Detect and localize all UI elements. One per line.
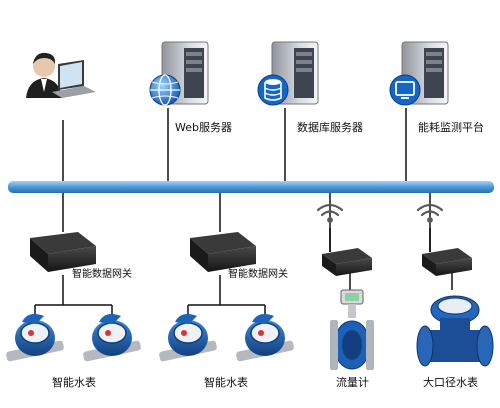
water-meter-icon <box>236 314 294 362</box>
database-server-icon <box>257 41 319 106</box>
monitoring-platform-icon <box>389 41 449 106</box>
monitoring-platform-label: 能耗监测平台 <box>418 120 484 134</box>
water-meters-2-label: 智能水表 <box>204 375 248 389</box>
lower-links <box>34 193 453 318</box>
network-bus <box>8 181 494 193</box>
large-water-meter-label: 大口径水表 <box>423 375 478 389</box>
user-laptop-icon <box>26 52 96 98</box>
data-gateway-icon <box>190 232 256 272</box>
web-server-icon <box>149 41 209 106</box>
wireless-gateway-icon <box>422 228 472 276</box>
gateway-1-label: 智能数据网关 <box>72 267 132 280</box>
wireless-gateway-icon <box>322 228 372 276</box>
web-server-label: Web服务器 <box>175 121 232 134</box>
gateway-2-label: 智能数据网关 <box>228 267 288 280</box>
water-meters-1-label: 智能水表 <box>52 375 96 389</box>
water-meter-icon <box>159 314 217 362</box>
database-server-label: 数据库服务器 <box>297 120 363 134</box>
flowmeter-label: 流量计 <box>336 375 369 389</box>
flowmeter-icon <box>330 289 374 370</box>
large-water-meter-icon <box>416 295 494 367</box>
data-gateway-icon <box>30 232 96 272</box>
wifi-icon <box>416 203 444 223</box>
wifi-icon <box>316 203 344 223</box>
upper-links <box>62 108 407 181</box>
water-meter-icon <box>83 314 141 362</box>
water-meter-icon <box>6 314 64 362</box>
